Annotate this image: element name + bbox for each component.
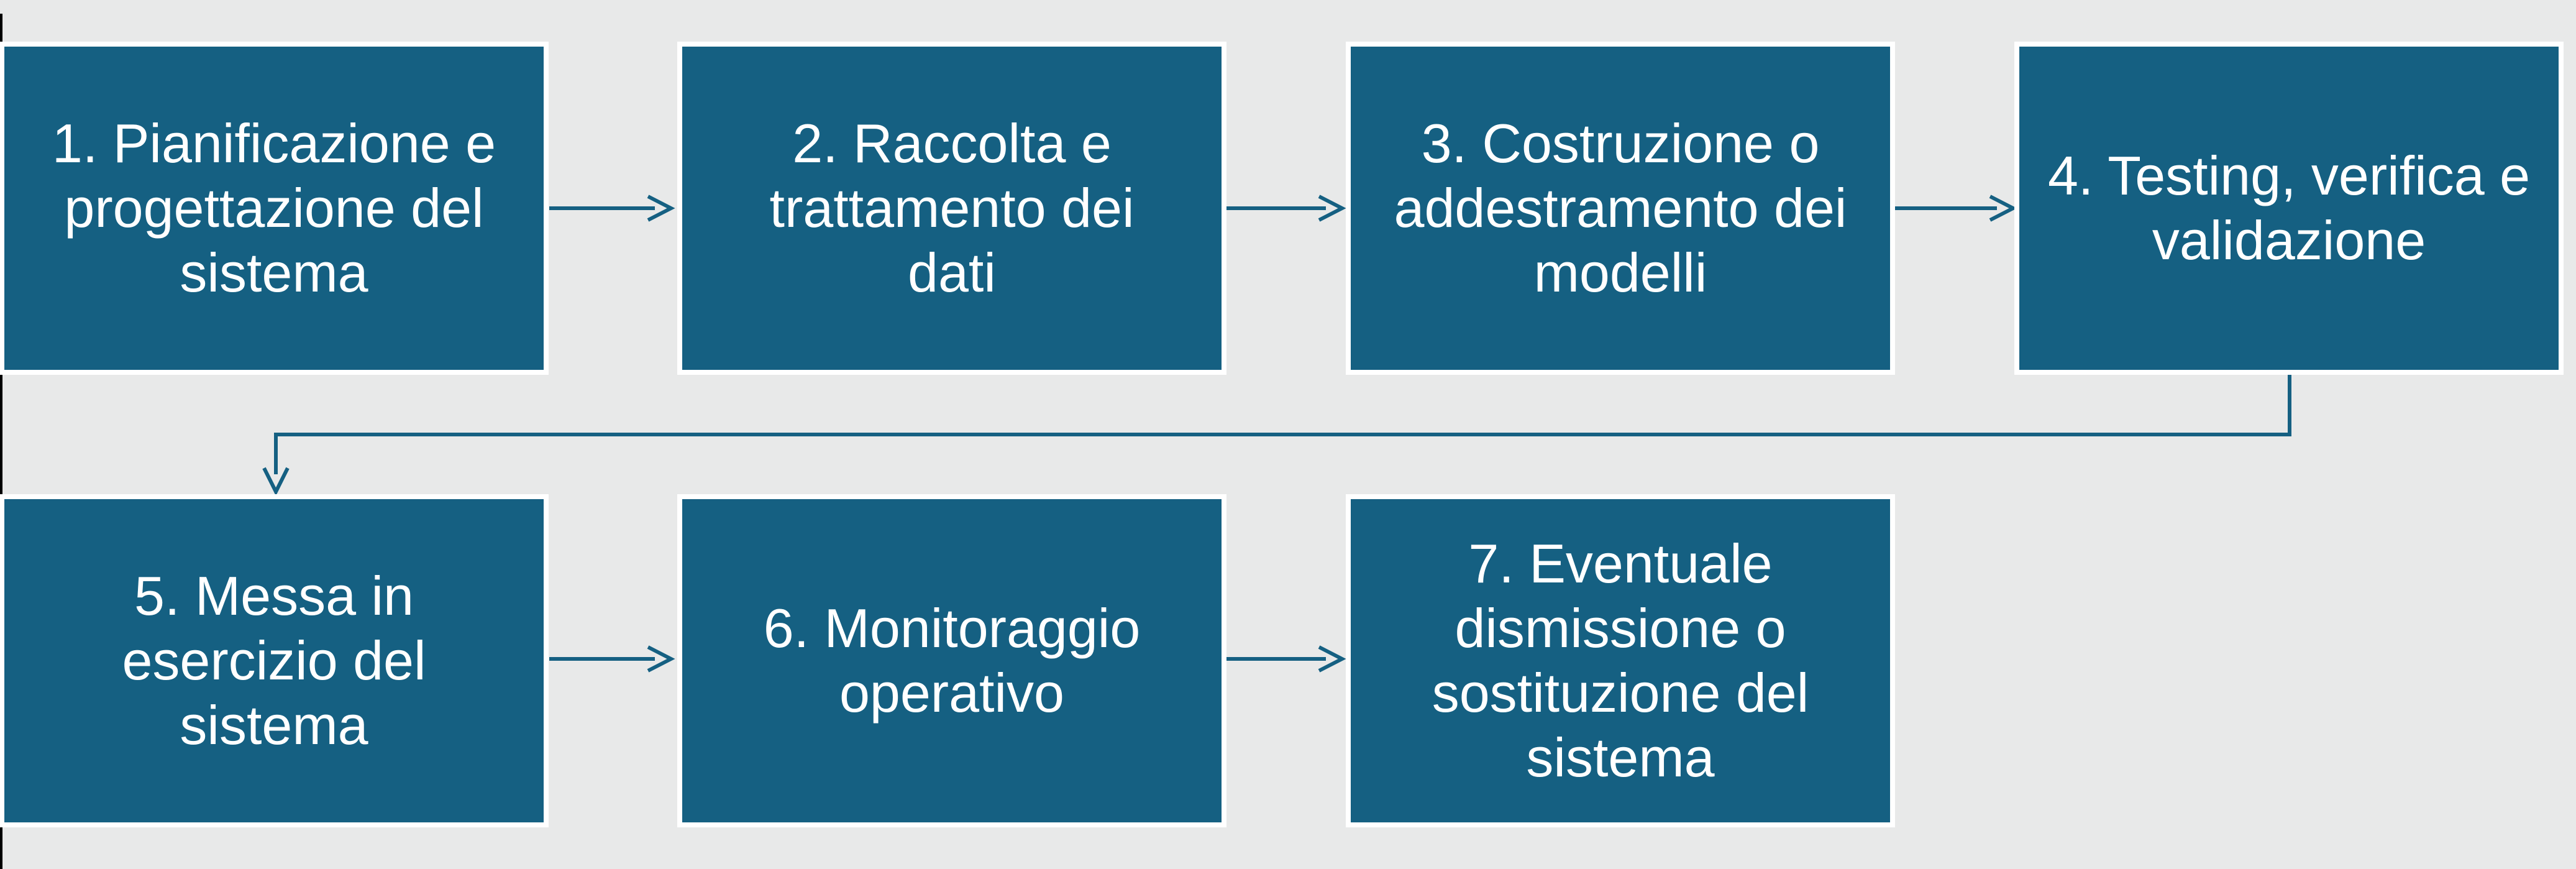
box-label-line: modelli: [1533, 242, 1707, 303]
flow-step-4: 4. Testing, verifica e validazione: [2014, 42, 2564, 375]
box-label-line: 5. Messa in: [134, 565, 414, 627]
box-label-line: operativo: [839, 662, 1064, 724]
box-label-line: sistema: [180, 694, 368, 756]
box-label-line: progettazione del: [64, 177, 484, 239]
arrow-step2-to-step3-icon: [1220, 195, 1346, 222]
box-label-line: 3. Costruzione o: [1421, 113, 1820, 174]
box-label-line: 1. Pianificazione e: [52, 113, 496, 174]
slide-edge-strip: [0, 14, 2, 869]
flow-step-7: 7. Eventuale dismissione o sostituzione …: [1346, 494, 1895, 827]
box-label-line: 4. Testing, verifica e: [2047, 145, 2531, 206]
connector-step4-to-step5-icon: [262, 374, 2291, 496]
box-label-line: sostituzione del: [1432, 662, 1809, 724]
flow-step-6: 6. Monitoraggio operativo: [677, 494, 1226, 827]
arrow-step3-to-step4-icon: [1891, 195, 2017, 222]
flow-step-3: 3. Costruzione o addestramento dei model…: [1346, 42, 1895, 375]
arrow-step6-to-step7-icon: [1220, 645, 1346, 673]
box-label-line: 7. Eventuale: [1468, 533, 1773, 594]
box-label-line: sistema: [1526, 727, 1715, 788]
box-label-line: 6. Monitoraggio: [763, 597, 1141, 659]
arrow-step5-to-step6-icon: [549, 645, 675, 673]
box-label-line: trattamento dei: [769, 177, 1135, 239]
arrow-step1-to-step2-icon: [549, 195, 675, 222]
flow-step-1: 1. Pianificazione e progettazione del si…: [0, 42, 549, 375]
box-label-line: 2. Raccolta e: [792, 113, 1112, 174]
box-label-line: dismissione o: [1455, 597, 1786, 659]
box-label-line: validazione: [2152, 209, 2426, 271]
box-label-line: addestramento dei: [1394, 177, 1847, 239]
box-label-line: esercizio del: [122, 630, 426, 691]
box-label-line: dati: [908, 242, 996, 303]
flow-step-2: 2. Raccolta e trattamento dei dati: [677, 42, 1226, 375]
box-label-line: sistema: [180, 242, 368, 303]
flow-step-5: 5. Messa in esercizio del sistema: [0, 494, 549, 827]
